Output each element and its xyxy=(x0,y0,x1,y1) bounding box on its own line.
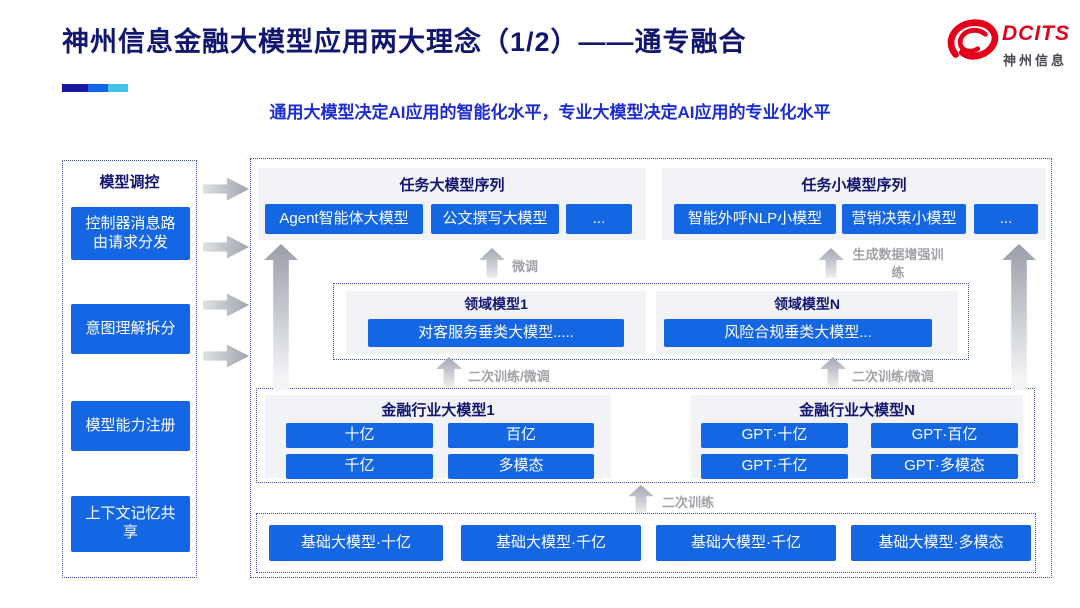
industry-model-1-title: 金融行业大模型1 xyxy=(381,402,495,419)
gen-data-training-label: 生成数据增强训练 xyxy=(852,247,944,281)
domain-model-1-title: 领域模型1 xyxy=(464,296,528,312)
accent-bar-segment xyxy=(62,84,88,92)
task-small-more-box: ... xyxy=(974,204,1038,234)
logo-brand-text: DCITS xyxy=(1002,22,1070,45)
model-control-title: 模型调控 xyxy=(99,174,160,191)
page-title: 神州信息金融大模型应用两大理念（1/2）——通专融合 xyxy=(62,27,747,57)
accent-bar-segment xyxy=(108,84,128,92)
model-10b-box: 百亿 xyxy=(448,423,594,448)
customer-service-model-box: 对客服务垂类大模型..... xyxy=(368,319,624,347)
domain-model-n-panel: 领域模型N 风险合规垂类大模型... xyxy=(656,291,958,354)
industry-model-1-panel: 金融行业大模型1 十亿 百亿 千亿 多模态 xyxy=(265,395,611,479)
model-architecture-container xyxy=(250,158,1052,578)
sidebar-item-intent-split: 意图理解拆分 xyxy=(71,304,190,354)
flow-arrow-right-icon xyxy=(203,344,249,368)
model-multimodal-box: 多模态 xyxy=(448,454,594,479)
base-model-100b-box: 基础大模型·千亿 xyxy=(461,525,641,561)
accent-bar-segment xyxy=(88,84,108,92)
task-large-more-box: ... xyxy=(566,204,632,234)
secondary-training-bottom-label: 二次训练 xyxy=(662,495,715,510)
domain-model-1-panel: 领域模型1 对客服务垂类大模型..... xyxy=(346,291,646,354)
task-large-model-title: 任务大模型序列 xyxy=(399,177,505,194)
risk-compliance-model-box: 风险合规垂类大模型... xyxy=(664,319,932,347)
gpt-1b-box: GPT·十亿 xyxy=(701,423,848,448)
gpt-multimodal-box: GPT·多模态 xyxy=(871,454,1018,479)
model-100b-box: 千亿 xyxy=(286,454,433,479)
document-writing-model-box: 公文撰写大模型 xyxy=(431,204,559,234)
industry-model-n-title: 金融行业大模型N xyxy=(799,402,915,419)
dcits-swirl-icon xyxy=(947,19,999,60)
sidebar-item-capability-register: 模型能力注册 xyxy=(71,401,190,451)
industry-model-n-panel: 金融行业大模型N GPT·十亿 GPT·百亿 GPT·千亿 GPT·多模态 xyxy=(691,395,1023,479)
fine-tune-label: 微调 xyxy=(512,259,539,274)
outbound-nlp-model-box: 智能外呼NLP小模型 xyxy=(674,204,836,234)
slide-subtitle: 通用大模型决定AI应用的智能化水平，专业大模型决定AI应用的专业化水平 xyxy=(269,103,831,122)
flow-arrow-right-icon xyxy=(203,235,249,259)
agent-large-model-box: Agent智能体大模型 xyxy=(265,204,423,234)
title-accent-bar xyxy=(62,84,128,92)
base-model-100b-box-2: 基础大模型·千亿 xyxy=(656,525,836,561)
domain-model-n-title: 领域模型N xyxy=(773,296,841,312)
domain-model-container: 领域模型1 对客服务垂类大模型..... 领域模型N 风险合规垂类大模型... xyxy=(333,283,969,360)
task-small-model-panel: 任务小模型序列 智能外呼NLP小模型 营销决策小模型 ... xyxy=(662,168,1046,240)
task-large-model-panel: 任务大模型序列 Agent智能体大模型 公文撰写大模型 ... xyxy=(258,168,646,240)
flow-arrow-right-icon xyxy=(203,293,249,317)
flow-arrow-right-icon xyxy=(203,177,249,201)
model-control-panel: 模型调控 控制器消息路由请求分发 意图理解拆分 模型能力注册 上下文记忆共享 xyxy=(62,160,197,578)
base-model-multimodal-box: 基础大模型·多模态 xyxy=(851,525,1031,561)
dcits-logo: DCITS 神州信息 xyxy=(942,14,1072,76)
secondary-training-right-label: 二次训练/微调 xyxy=(852,369,934,384)
secondary-training-left-label: 二次训练/微调 xyxy=(468,369,550,384)
sidebar-item-router-dispatch: 控制器消息路由请求分发 xyxy=(71,207,190,260)
sidebar-item-context-memory: 上下文记忆共享 xyxy=(71,496,190,552)
base-model-1b-box: 基础大模型·十亿 xyxy=(269,525,443,561)
gpt-100b-box: GPT·千亿 xyxy=(701,454,848,479)
logo-brand-cn-text: 神州信息 xyxy=(1003,53,1068,68)
task-small-model-title: 任务小模型序列 xyxy=(801,177,907,194)
model-1b-box: 十亿 xyxy=(286,423,433,448)
gpt-10b-box: GPT·百亿 xyxy=(871,423,1018,448)
base-model-container: 基础大模型·十亿 基础大模型·千亿 基础大模型·千亿 基础大模型·多模态 xyxy=(256,513,1036,573)
marketing-decision-model-box: 营销决策小模型 xyxy=(842,204,966,234)
industry-model-container: 金融行业大模型1 十亿 百亿 千亿 多模态 金融行业大模型N GPT·十亿 GP… xyxy=(256,388,1035,483)
